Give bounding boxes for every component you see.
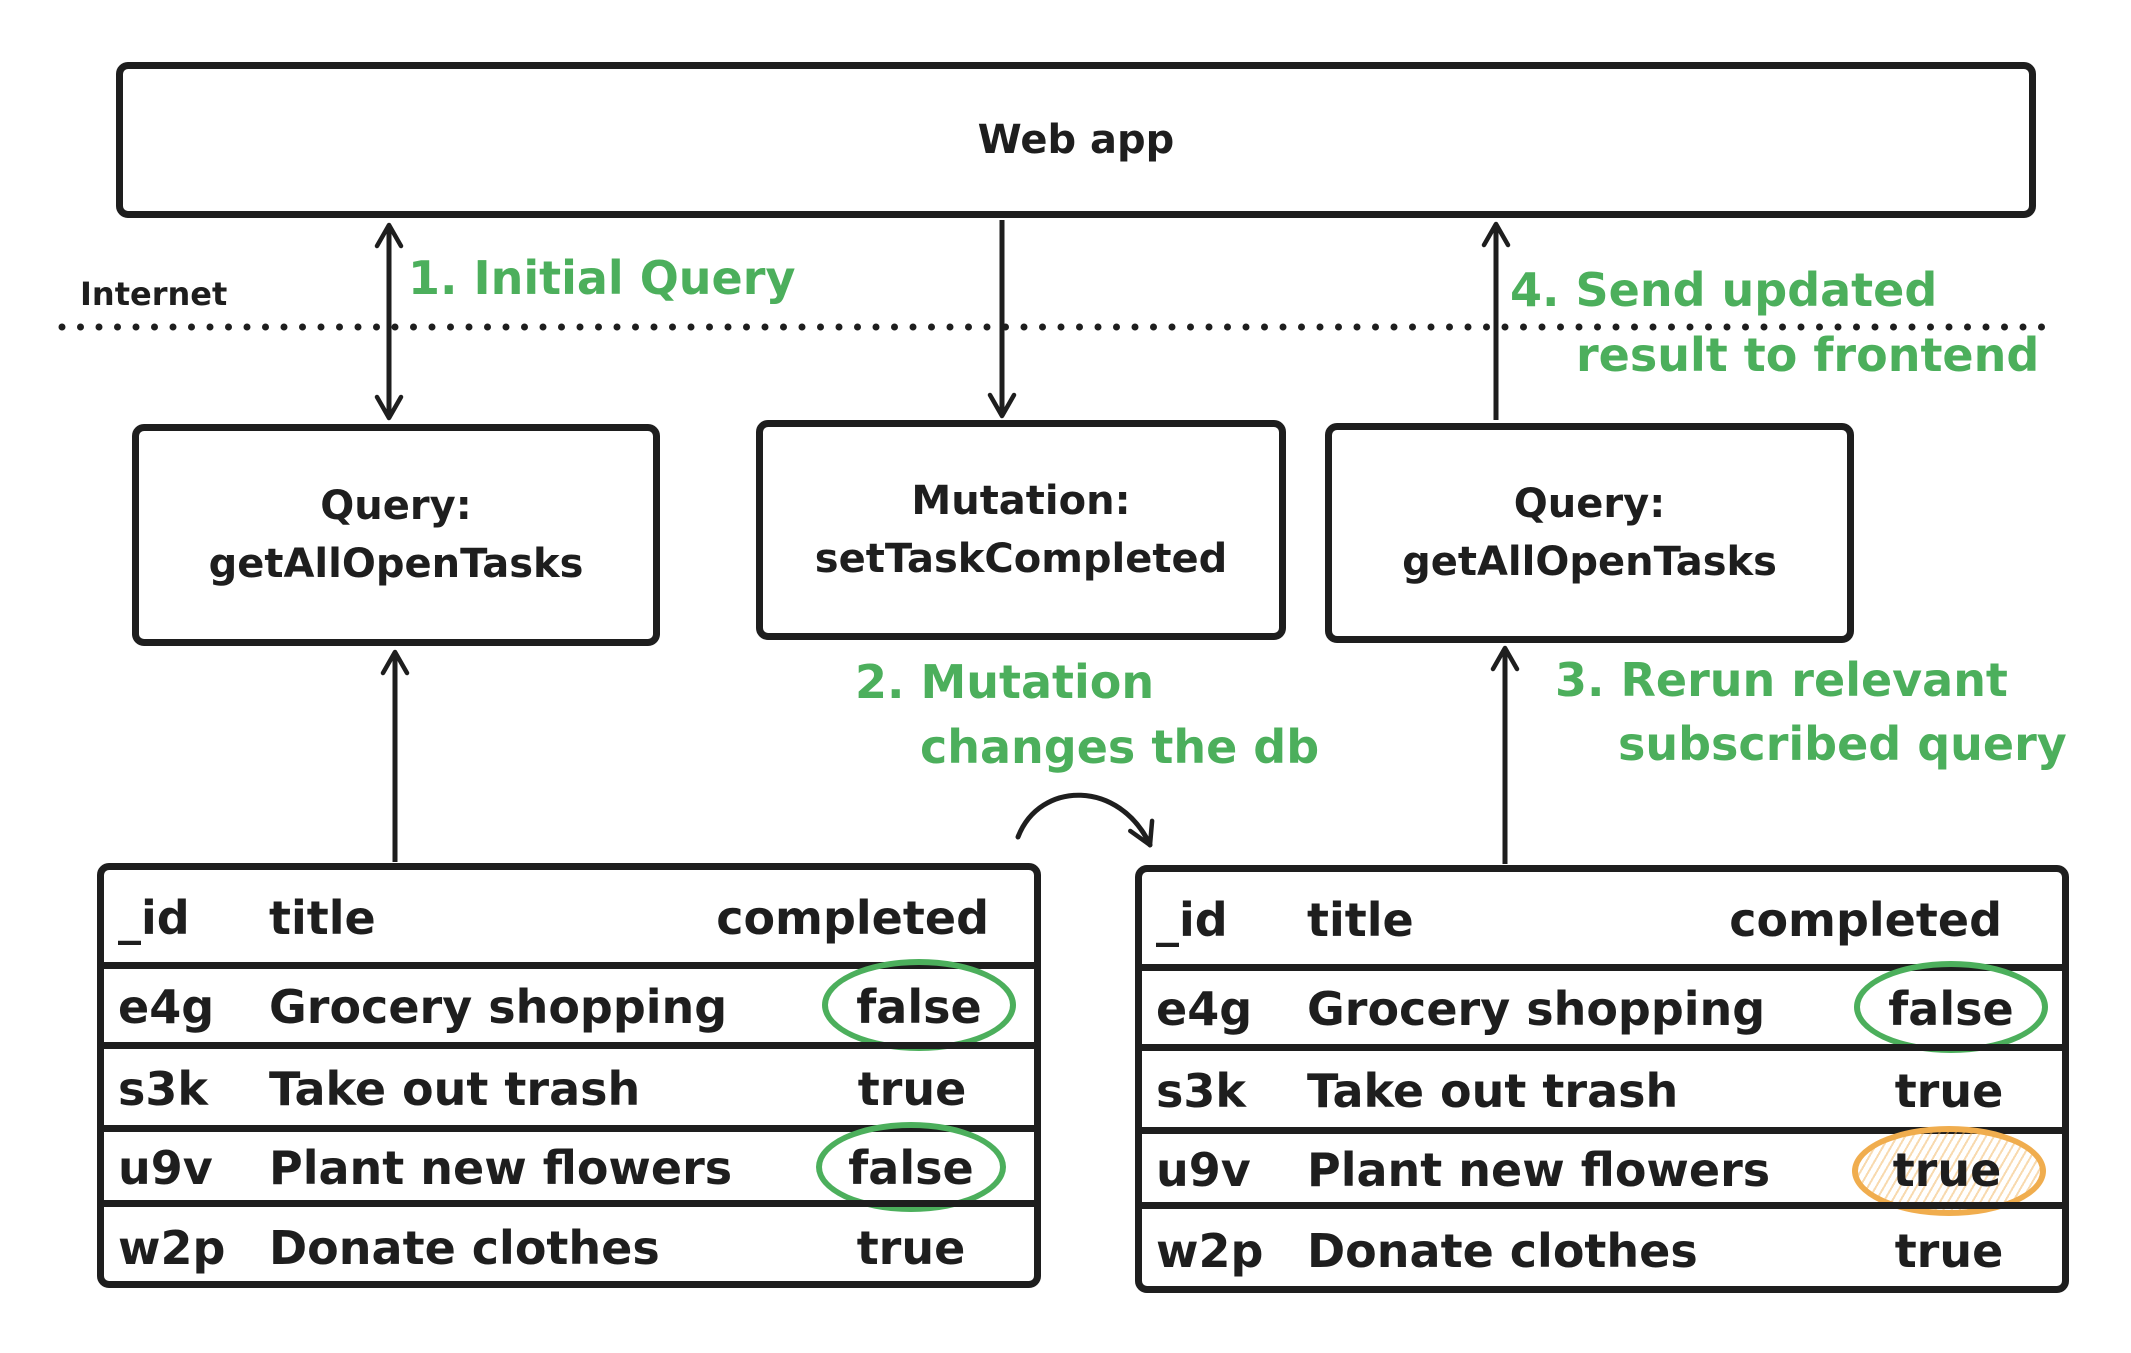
mutation-name: setTaskCompleted [814,536,1228,582]
row-completed: true [1894,1223,2004,1278]
row-title: Plant new flowers [269,1140,733,1195]
web-app-label: Web app [977,117,1175,163]
mutation-box: Mutation: setTaskCompleted [756,420,1286,640]
table-row: w2p Donate clothes true [104,1200,1034,1288]
internet-label: Internet [80,275,228,313]
row-title: Donate clothes [1307,1223,1698,1278]
table-row: s3k Take out trash true [1142,1044,2062,1130]
tasks-table-before: _id title completed e4g Grocery shopping… [97,863,1041,1288]
web-app-box: Web app [116,62,2036,218]
row-id: u9v [118,1140,213,1195]
row-completed: true [856,1220,966,1275]
step-4-label-line1: 4. Send updated [1510,263,1938,317]
row-title: Take out trash [1307,1063,1679,1118]
mutation-type: Mutation: [911,478,1131,524]
table-header-row: _id title completed [1142,872,2062,967]
table-row: w2p Donate clothes true [1142,1202,2062,1292]
right-query-name: getAllOpenTasks [1402,539,1777,585]
right-query-type: Query: [1513,481,1666,527]
row-id: u9v [1156,1142,1251,1197]
highlight-ring-orange [1852,1126,2046,1216]
row-completed: false [856,980,982,1034]
header-id: _id [118,890,190,945]
row-id: s3k [118,1061,208,1116]
right-query-box: Query: getAllOpenTasks [1325,423,1854,643]
row-completed: true [1892,1142,2002,1197]
step-2-label-line2: changes the db [920,720,1320,774]
row-completed: true [857,1061,967,1116]
table-header-row: _id title completed [104,870,1034,965]
row-title: Grocery shopping [269,980,728,1034]
step-4-label-line2: result to frontend [1576,328,2040,382]
row-completed: false [848,1140,974,1195]
row-id: e4g [118,980,215,1034]
tasks-table-after: _id title completed e4g Grocery shopping… [1135,865,2069,1293]
table-row: u9v Plant new flowers true [1142,1126,2062,1216]
header-title: title [269,890,376,945]
row-title: Grocery shopping [1307,982,1766,1036]
row-id: s3k [1156,1063,1246,1118]
row-id: w2p [1156,1223,1264,1278]
row-completed: true [1894,1063,2004,1118]
header-completed: completed [716,890,989,945]
highlight-ring-green [816,1122,1006,1212]
arrow-db-change-curve [1015,792,1155,848]
header-id: _id [1156,892,1228,947]
step-2-label-line1: 2. Mutation [855,655,1155,709]
table-row: s3k Take out trash true [104,1042,1034,1128]
row-id: w2p [118,1220,226,1275]
table-row: u9v Plant new flowers false [104,1122,1034,1212]
step-1-label: 1. Initial Query [408,251,796,305]
row-completed: false [1888,982,2014,1036]
row-title: Take out trash [269,1061,641,1116]
header-completed: completed [1729,892,2002,947]
table-row: e4g Grocery shopping false [1142,961,2062,1053]
header-title: title [1307,892,1414,947]
table-row: e4g Grocery shopping false [104,959,1034,1051]
left-query-name: getAllOpenTasks [208,541,584,587]
row-id: e4g [1156,982,1253,1036]
row-title: Plant new flowers [1307,1142,1771,1197]
left-query-type: Query: [320,483,472,529]
step-3-label-line2: subscribed query [1618,717,2067,771]
step-3-label-line1: 3. Rerun relevant [1555,653,2008,707]
left-query-box: Query: getAllOpenTasks [132,424,660,646]
row-title: Donate clothes [269,1220,660,1275]
